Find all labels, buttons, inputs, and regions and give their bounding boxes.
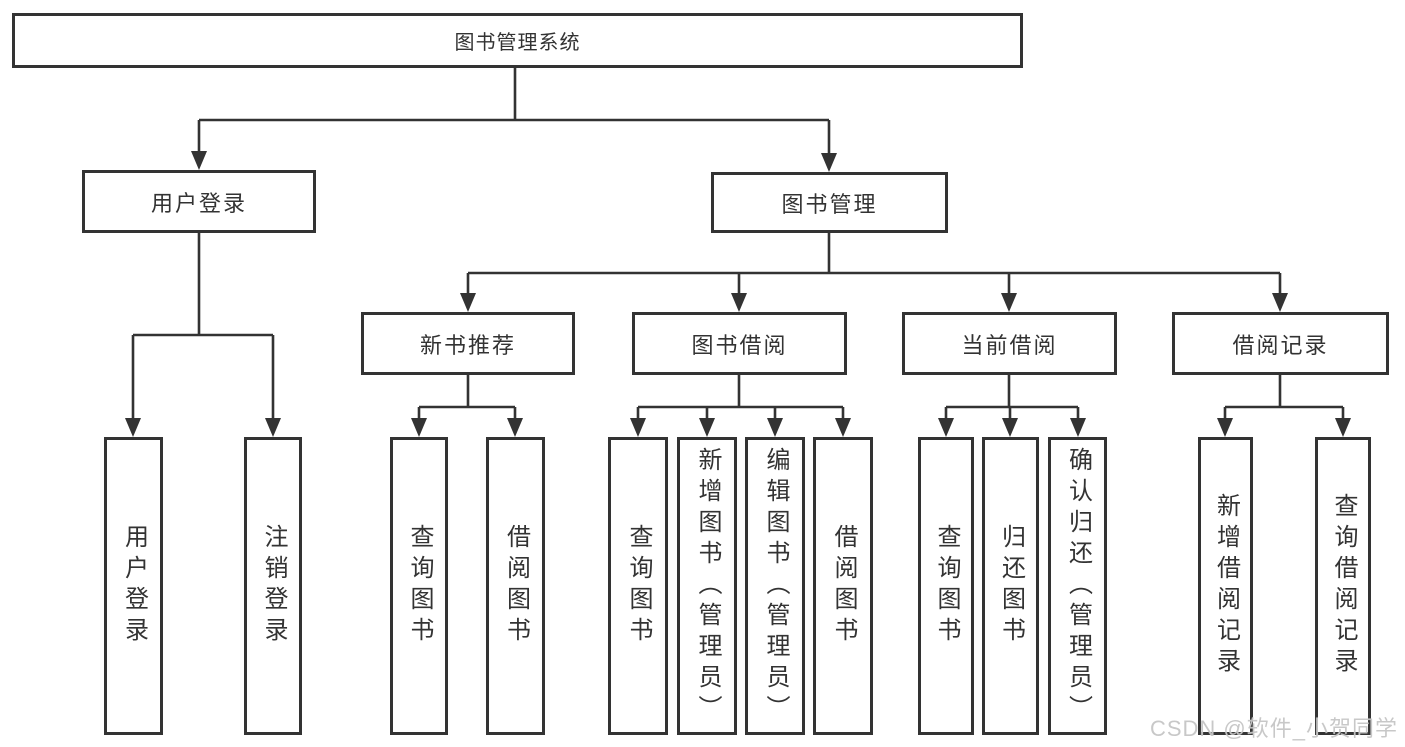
csdn-watermark: CSDN @软件_小贺同学 [1149,716,1398,741]
connector-root-to-level2 [191,68,837,172]
leaf-query-borrow-record: 查询借阅记录 [1315,437,1371,735]
leaf-query-book-2: 查询图书 [608,437,668,735]
node-label: 新增图书（管理员） [694,446,721,726]
node-book-management: 图书管理 [711,172,948,233]
leaf-return-book: 归还图书 [982,437,1039,735]
connector-new-book-branch [411,375,523,437]
leaf-edit-book-admin: 编辑图书（管理员） [745,437,805,735]
node-label: 查询图书 [406,524,433,648]
node-label: 注销登录 [260,524,287,648]
connector-book-borrow-branch [630,375,851,437]
leaf-add-borrow-record: 新增借阅记录 [1198,437,1253,735]
leaf-add-book-admin: 新增图书（管理员） [677,437,737,735]
leaf-borrow-book-2: 借阅图书 [813,437,873,735]
node-label: 图书借阅 [691,332,788,358]
node-root-system: 图书管理系统 [12,13,1023,68]
node-label: 图书管理 [781,191,878,217]
connector-book-mgmt-to-level3 [460,233,1288,312]
connector-current-borrow-branch [938,375,1086,437]
node-new-book-recommend: 新书推荐 [361,312,575,375]
node-user-login: 用户登录 [82,170,316,233]
node-label: 归还图书 [997,524,1025,648]
node-label: 确认归还（管理员） [1064,446,1092,726]
node-label: 当前借阅 [961,332,1058,358]
node-label: 借阅图书 [830,524,857,648]
node-label: 用户登录 [120,524,148,648]
node-label: 新书推荐 [419,332,516,358]
node-label: 查询图书 [933,524,960,648]
node-label: 新增借阅记录 [1212,493,1240,679]
node-label: 图书管理系统 [454,32,581,54]
leaf-borrow-book-1: 借阅图书 [486,437,545,735]
leaf-query-book-1: 查询图书 [390,437,448,735]
leaf-user-login: 用户登录 [104,437,163,735]
leaf-confirm-return-admin: 确认归还（管理员） [1048,437,1107,735]
leaf-query-book-3: 查询图书 [918,437,974,735]
node-label: 查询图书 [625,524,652,648]
node-label: 借阅记录 [1232,332,1329,358]
connector-borrow-record-branch [1217,375,1351,437]
connector-user-login-branch [125,233,281,437]
node-book-borrow: 图书借阅 [632,312,847,375]
node-label: 查询借阅记录 [1330,493,1357,679]
leaf-logout: 注销登录 [244,437,302,735]
node-label: 用户登录 [150,190,247,216]
node-label: 编辑图书（管理员） [762,446,789,726]
node-current-borrow: 当前借阅 [902,312,1117,375]
node-label: 借阅图书 [502,524,530,648]
node-borrow-record: 借阅记录 [1172,312,1389,375]
